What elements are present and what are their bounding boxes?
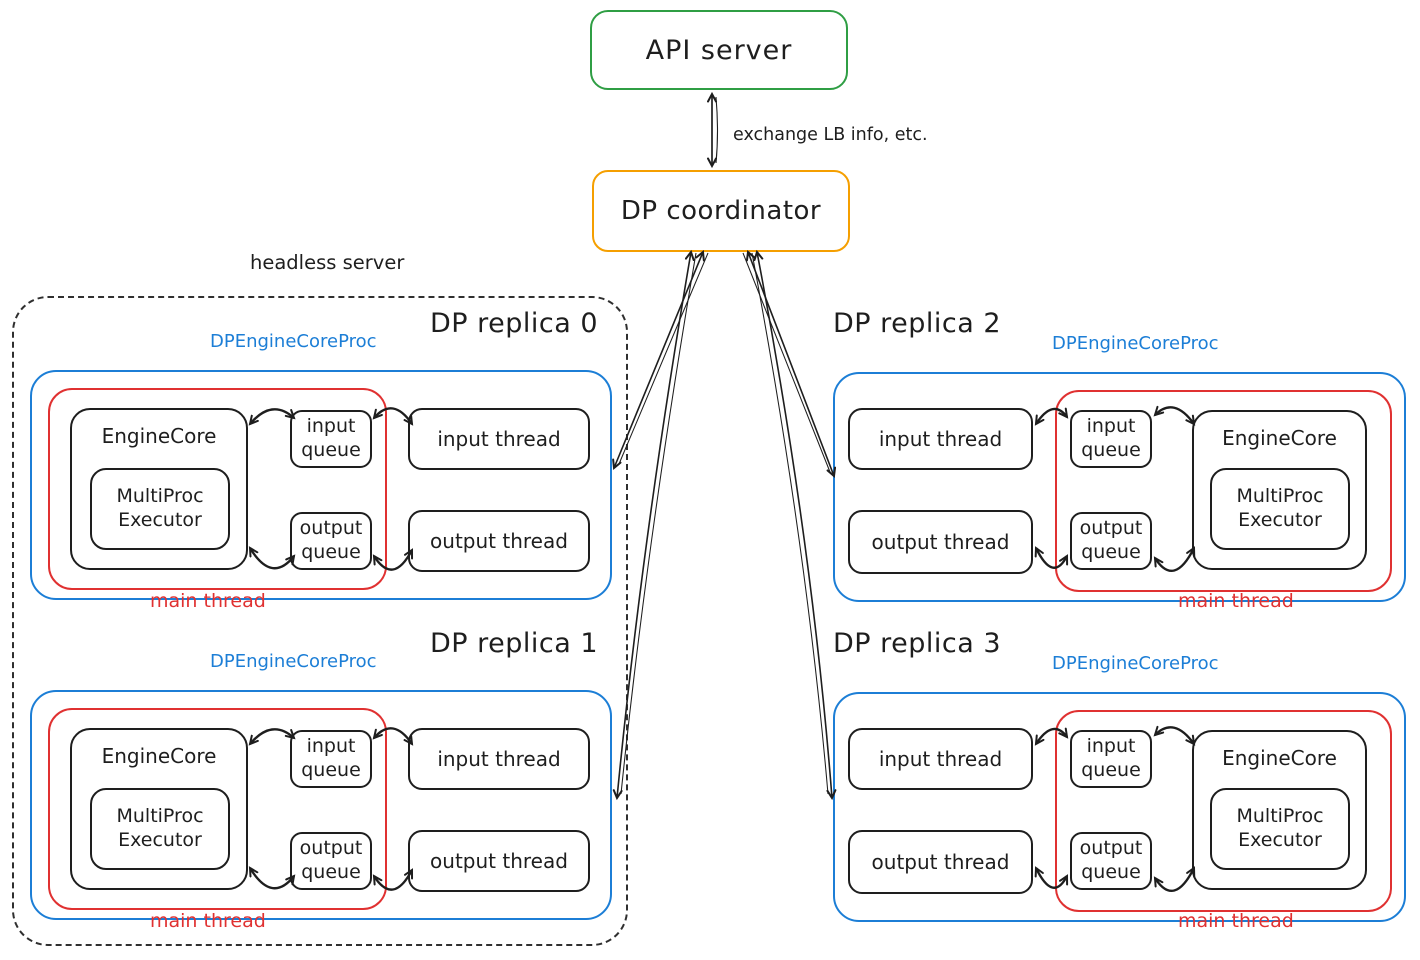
r1-output-queue-label: output queue	[299, 837, 363, 883]
r0-input-thread-node: input thread	[408, 408, 590, 470]
r1-dpenginecoreproc-label: DPEngineCoreProc	[210, 651, 377, 672]
r1-main-thread-box	[48, 708, 387, 910]
r2-output-queue-label: output queue	[1079, 517, 1143, 563]
r1-main-thread-label: main thread	[150, 910, 266, 932]
r3-output-thread-label: output thread	[871, 849, 1010, 874]
dp-coordinator-node: DP coordinator	[592, 170, 850, 252]
r0-multiproc-executor-label: MultiProc Executor	[116, 485, 204, 531]
r0-input-queue-node: input queue	[290, 410, 372, 468]
dp-coordinator-label: DP coordinator	[620, 196, 822, 226]
r0-output-queue-node: output queue	[290, 512, 372, 570]
r3-input-queue-label: input queue	[1081, 735, 1141, 781]
r2-input-queue-label: input queue	[1081, 415, 1141, 461]
r2-output-thread-node: output thread	[848, 510, 1033, 574]
r0-output-queue-label: output queue	[299, 517, 363, 563]
r3-dpenginecoreproc-label: DPEngineCoreProc	[1052, 653, 1219, 674]
r1-output-queue-node: output queue	[290, 832, 372, 890]
r3-multiproc-executor-label: MultiProc Executor	[1236, 805, 1324, 851]
r3-output-thread-node: output thread	[848, 830, 1033, 894]
coordinator-replica3-arrow	[751, 249, 837, 801]
r3-engine-core-label: EngineCore	[1222, 746, 1337, 770]
r2-main-thread-box	[1055, 390, 1392, 592]
headless-server-label: headless server	[250, 251, 405, 274]
r3-input-queue-node: input queue	[1070, 730, 1152, 788]
r0-input-thread-label: input thread	[437, 426, 561, 451]
r2-input-queue-node: input queue	[1070, 410, 1152, 468]
r1-title: DP replica 1	[430, 628, 599, 659]
r1-input-queue-node: input queue	[290, 730, 372, 788]
r3-output-queue-label: output queue	[1079, 837, 1143, 883]
r1-multiproc-executor-label: MultiProc Executor	[116, 805, 204, 851]
r1-output-thread-node: output thread	[408, 830, 590, 892]
r0-title: DP replica 0	[430, 308, 599, 339]
r0-main-thread-label: main thread	[150, 590, 266, 612]
r1-engine-core-label: EngineCore	[101, 744, 217, 768]
r1-input-queue-label: input queue	[301, 735, 361, 781]
r2-output-queue-node: output queue	[1070, 512, 1152, 570]
r0-output-thread-label: output thread	[430, 528, 568, 553]
r3-input-thread-node: input thread	[848, 728, 1033, 790]
r1-proc-box	[30, 690, 612, 920]
r0-engine-core-label: EngineCore	[101, 424, 217, 448]
r1-input-thread-node: input thread	[408, 728, 590, 790]
coordinator-replica1-arrow	[612, 249, 697, 801]
api-coordinator-arrow	[707, 91, 719, 169]
r2-output-thread-label: output thread	[871, 529, 1010, 554]
r2-input-thread-node: input thread	[848, 408, 1033, 470]
coordinator-replica2-arrow	[742, 250, 837, 478]
r2-multiproc-executor-label: MultiProc Executor	[1236, 485, 1324, 531]
r2-input-thread-label: input thread	[878, 426, 1003, 451]
r1-output-thread-label: output thread	[430, 848, 568, 873]
exchange-info-label: exchange LB info, etc.	[733, 125, 928, 145]
r0-main-thread-box	[48, 388, 387, 590]
r3-output-queue-node: output queue	[1070, 832, 1152, 890]
r3-main-thread-box	[1055, 710, 1392, 912]
r2-title: DP replica 2	[833, 308, 1002, 339]
r2-main-thread-label: main thread	[1178, 590, 1294, 612]
r3-title: DP replica 3	[833, 628, 1002, 659]
r0-proc-box	[30, 370, 612, 600]
r0-dpenginecoreproc-label: DPEngineCoreProc	[210, 331, 377, 352]
r2-multiproc-executor-node: MultiProc Executor	[1210, 468, 1350, 550]
r3-proc-box	[833, 692, 1406, 922]
r1-input-thread-label: input thread	[437, 746, 561, 771]
r3-input-thread-label: input thread	[878, 746, 1003, 771]
r1-multiproc-executor-node: MultiProc Executor	[90, 788, 230, 870]
r3-multiproc-executor-node: MultiProc Executor	[1210, 788, 1350, 870]
api-server-node: API server	[590, 10, 848, 90]
r2-engine-core-label: EngineCore	[1222, 426, 1337, 450]
api-server-label: API server	[645, 34, 793, 66]
r0-output-thread-node: output thread	[408, 510, 590, 572]
r3-main-thread-label: main thread	[1178, 910, 1294, 932]
r0-multiproc-executor-node: MultiProc Executor	[90, 468, 230, 550]
r0-input-queue-label: input queue	[301, 415, 361, 461]
coordinator-replica0-arrow	[612, 250, 709, 470]
r2-dpenginecoreproc-label: DPEngineCoreProc	[1052, 333, 1219, 354]
